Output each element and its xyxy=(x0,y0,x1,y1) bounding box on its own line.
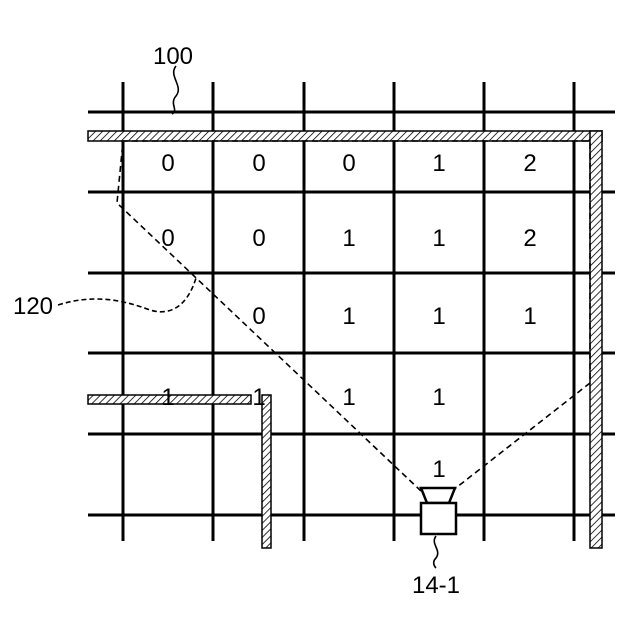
zone-reference-label: 120 xyxy=(13,293,53,320)
cell-value: 1 xyxy=(432,384,445,411)
cell-value: 0 xyxy=(252,150,265,177)
cell-value: 0 xyxy=(161,150,174,177)
camera-body-icon xyxy=(421,503,456,534)
cell-value: 0 xyxy=(342,150,355,177)
cell-value: 0 xyxy=(161,225,174,252)
grid-reference-label: 100 xyxy=(153,43,193,70)
cell-value: 2 xyxy=(523,150,536,177)
cell-value: 1 xyxy=(342,225,355,252)
cell-value: 2 xyxy=(523,225,536,252)
cell-value: 1 xyxy=(432,456,445,483)
camera-lens-icon xyxy=(421,488,455,503)
cell-value: 1 xyxy=(252,384,265,411)
right-wall xyxy=(590,131,602,548)
zone-ref-leader xyxy=(58,278,196,312)
cell-value: 0 xyxy=(252,303,265,330)
camera-ref-leader xyxy=(434,536,438,568)
cell-value: 0 xyxy=(252,225,265,252)
cell-value: 1 xyxy=(432,225,445,252)
surveillance-camera-icon xyxy=(421,488,456,534)
cell-value: 1 xyxy=(523,303,536,330)
vertical-partition-wall xyxy=(262,395,271,548)
cell-value: 1 xyxy=(342,303,355,330)
walls xyxy=(88,131,602,548)
cell-value: 1 xyxy=(161,384,174,411)
grid-ref-leader xyxy=(172,66,178,114)
camera-reference-label: 14-1 xyxy=(412,572,460,599)
cell-value: 1 xyxy=(432,303,445,330)
top-wall xyxy=(88,131,602,141)
cell-value: 1 xyxy=(432,150,445,177)
cell-value: 1 xyxy=(342,384,355,411)
